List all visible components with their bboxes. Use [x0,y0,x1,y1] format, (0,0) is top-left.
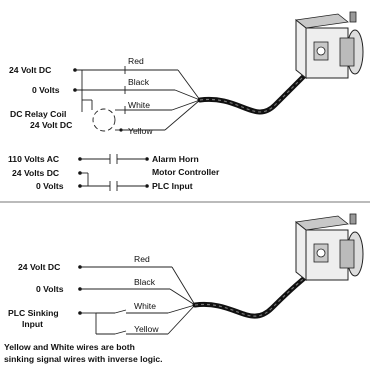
wire-label-white: White [128,100,150,110]
bottom-label-plc-1: PLC Sinking [8,308,59,318]
contact-label-24v: 24 Volts DC [12,168,59,178]
bottom-circuit: 24 Volt DC 0 Volts PLC Sinking Input Red… [4,213,364,364]
wire-label-yellow-bottom: Yellow [134,324,159,334]
sensor-cable [197,69,311,115]
wire-label-black: Black [128,77,150,87]
switch-contact [114,309,127,314]
wire-label-black-bottom: Black [134,277,156,287]
wire-label-white-bottom: White [134,301,156,311]
wire-yellow-bottom [167,304,196,335]
output-motor-controller: Motor Controller [152,167,220,177]
contact-label-110v: 110 Volts AC [8,154,59,164]
wire-black [174,89,201,101]
level-switch-icon [295,11,364,80]
top-label-relay-2: 24 Volt DC [30,120,72,130]
level-switch-icon [295,213,364,282]
wire-yellow [164,99,201,131]
wire-label-red-bottom: Red [134,254,150,264]
wire-red-bottom [171,266,196,306]
bottom-label-0v: 0 Volts [36,284,64,294]
bottom-label-plc-2: Input [22,319,43,329]
wire-black-bottom [169,288,196,306]
note-line-1: Yellow and White wires are both [4,342,135,352]
top-label-relay-1: DC Relay Coil [10,109,66,119]
sensor-cable [192,272,311,319]
wire-white-bottom [167,304,196,314]
contact-label-0v: 0 Volts [36,181,64,191]
relay-coil-icon [92,108,116,132]
wire-white [171,99,201,111]
terminal-dot [145,184,149,188]
top-circuit: 24 Volt DC 0 Volts DC Relay Coil 24 Volt… [8,11,364,191]
wire-label-red: Red [128,56,144,66]
switch-contact [114,330,127,335]
bottom-label-24v: 24 Volt DC [18,262,60,272]
terminal-dot [145,157,149,161]
output-plc-input: PLC Input [152,181,193,191]
top-label-24v: 24 Volt DC [9,65,51,75]
output-alarm-horn: Alarm Horn [152,154,199,164]
top-label-0v: 0 Volts [32,85,60,95]
wire-label-yellow: Yellow [128,126,153,136]
note-line-2: sinking signal wires with inverse logic. [4,354,163,364]
wire-red [177,69,201,101]
